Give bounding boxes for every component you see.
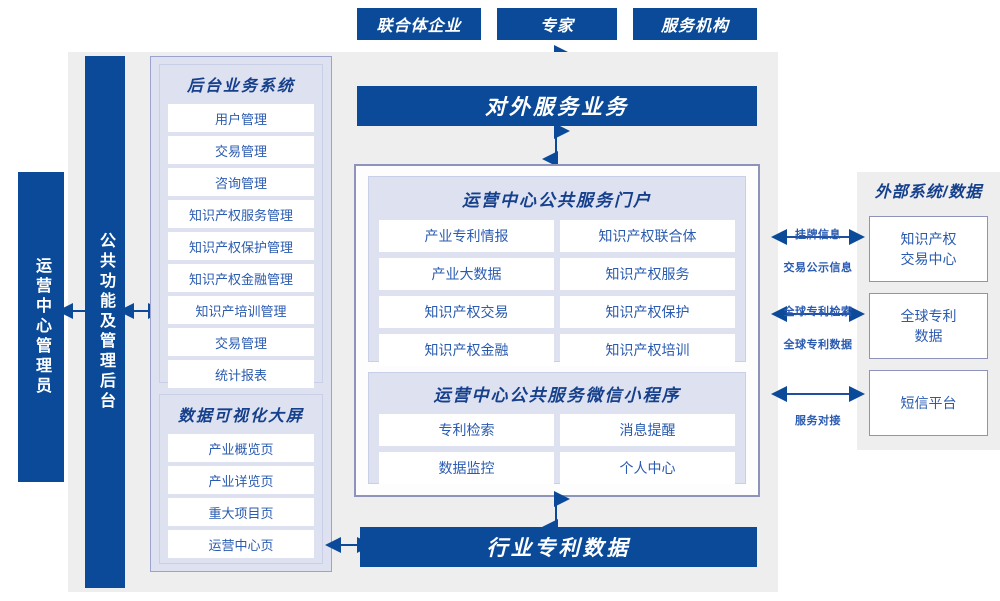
backend-item-2[interactable]: 咨询管理 xyxy=(168,168,314,196)
miniprogram-item-1[interactable]: 消息提醒 xyxy=(560,414,735,446)
external-box-global-patent-data[interactable]: 全球专利 数据 xyxy=(869,293,988,359)
backend-item-1[interactable]: 交易管理 xyxy=(168,136,314,164)
backend-item-6[interactable]: 知识产培训管理 xyxy=(168,296,314,324)
portal-data-arrow-icon xyxy=(536,491,576,535)
backend-business-system-title: 后台业务系统 xyxy=(186,78,295,95)
common-functions-backend-bar: 公共功能及管理后台 xyxy=(85,56,125,588)
external-box-ip-trading-center[interactable]: 知识产权 交易中心 xyxy=(869,216,988,282)
data-visualization-title: 数据可视化大屏 xyxy=(177,408,304,425)
external-connector-arrow-0-icon xyxy=(771,226,865,248)
backend-item-3[interactable]: 知识产权服务管理 xyxy=(168,200,314,228)
portal-item-7[interactable]: 知识产权培训 xyxy=(560,334,735,366)
external-box-sms-platform[interactable]: 短信平台 xyxy=(869,370,988,436)
backend-business-system-group: 后台业务系统 用户管理 交易管理 咨询管理 知识产权服务管理 知识产权保护管理 … xyxy=(159,64,323,388)
portal-item-0[interactable]: 产业专利情报 xyxy=(379,220,554,252)
backend-modules-arrow-icon xyxy=(118,300,164,322)
external-box-2-line1: 短信平台 xyxy=(900,394,957,411)
portal-item-4[interactable]: 知识产权交易 xyxy=(379,296,554,328)
backend-item-0[interactable]: 用户管理 xyxy=(168,104,314,132)
top-actor-box-3: 服务机构 xyxy=(633,8,757,40)
external-connector-label-0-above: 挂牌信息 xyxy=(795,229,841,241)
external-box-1-line2: 数据 xyxy=(914,328,943,344)
backend-item-5[interactable]: 知识产权金融管理 xyxy=(168,264,314,292)
external-box-0-line1: 知识产权 xyxy=(900,230,957,247)
portal-item-2[interactable]: 产业大数据 xyxy=(379,258,554,290)
portal-item-6[interactable]: 知识产权金融 xyxy=(379,334,554,366)
public-portal-group: 运营中心公共服务门户 产业专利情报 知识产权联合体 产业大数据 知识产权服务 知… xyxy=(368,176,746,366)
top-actor-box-1: 联合体企业 xyxy=(357,8,481,40)
miniprogram-title: 运营中心公共服务微信小程序 xyxy=(433,386,681,405)
miniprogram-group: 运营中心公共服务微信小程序 专利检索 消息提醒 数据监控 个人中心 xyxy=(368,372,746,484)
external-service-banner: 对外服务业务 xyxy=(357,86,757,126)
portal-item-3[interactable]: 知识产权服务 xyxy=(560,258,735,290)
backend-item-4[interactable]: 知识产权保护管理 xyxy=(168,232,314,260)
backend-item-7[interactable]: 交易管理 xyxy=(168,328,314,356)
external-box-0-line2: 交易中心 xyxy=(900,251,957,267)
external-systems-title: 外部系统/数据 xyxy=(874,184,983,201)
data-visualization-group: 数据可视化大屏 产业概览页 产业详览页 重大项目页 运营中心页 xyxy=(159,394,323,564)
external-connector-arrow-1-icon xyxy=(771,303,865,325)
miniprogram-item-3[interactable]: 个人中心 xyxy=(560,452,735,484)
banner-portal-arrow-icon xyxy=(536,123,576,167)
visualization-item-1[interactable]: 产业详览页 xyxy=(168,466,314,494)
industry-patent-data-banner: 行业专利数据 xyxy=(360,527,757,567)
top-actor-box-2: 专家 xyxy=(497,8,617,40)
visualization-item-0[interactable]: 产业概览页 xyxy=(168,434,314,462)
backend-item-8[interactable]: 统计报表 xyxy=(168,360,314,388)
external-connector-label-2-below: 服务对接 xyxy=(795,415,841,427)
external-box-1-line1: 全球专利 xyxy=(900,307,957,324)
visualization-item-3[interactable]: 运营中心页 xyxy=(168,530,314,558)
external-connector-label-1-above: 全球专利检索 xyxy=(783,306,853,318)
visualization-item-2[interactable]: 重大项目页 xyxy=(168,498,314,526)
external-connector-label-1-below: 全球专利数据 xyxy=(783,339,853,351)
miniprogram-item-0[interactable]: 专利检索 xyxy=(379,414,554,446)
external-connector-label-0-below: 交易公示信息 xyxy=(783,262,853,274)
portal-item-1[interactable]: 知识产权联合体 xyxy=(560,220,735,252)
operations-center-admin-bar: 运营中心管理员 xyxy=(18,172,64,482)
external-connector-arrow-2-icon xyxy=(771,383,865,405)
public-portal-title: 运营中心公共服务门户 xyxy=(462,191,652,210)
miniprogram-item-2[interactable]: 数据监控 xyxy=(379,452,554,484)
modules-data-arrow-icon xyxy=(325,534,373,556)
portal-item-5[interactable]: 知识产权保护 xyxy=(560,296,735,328)
